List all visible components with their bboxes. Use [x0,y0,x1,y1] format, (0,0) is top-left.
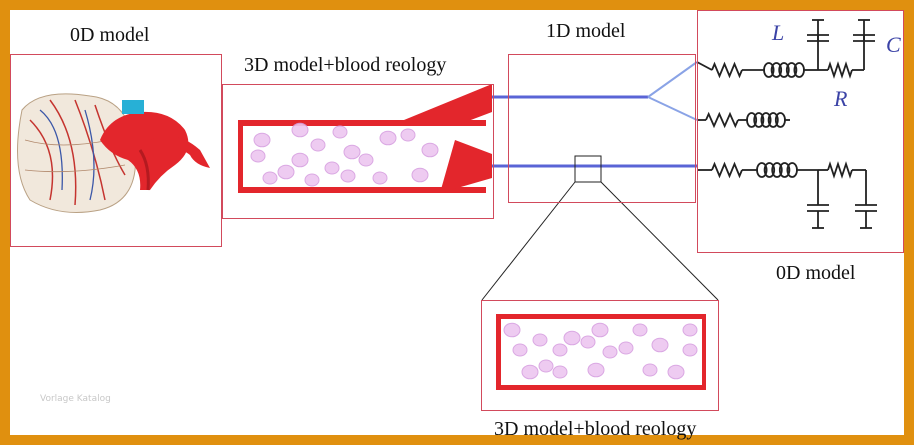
symbol-inductor: L [772,20,785,45]
resistor-symbol [711,61,743,79]
red-blood-cell [262,171,278,185]
rbc-group-top [250,122,439,187]
red-blood-cell [253,132,271,148]
label-3d-bottom: 3D model+blood reology [494,418,697,440]
red-blood-cell [332,125,348,139]
circuit-wire [696,61,713,71]
resistor-symbol [711,161,743,179]
red-blood-cell [580,335,596,349]
red-blood-cell [587,362,605,378]
resistor-symbol [827,61,853,79]
circuit-network [696,19,877,229]
red-blood-cell [411,167,429,183]
vessel-3d-bottom [496,314,706,390]
red-blood-cell [503,322,521,338]
inductor-coil [746,112,758,128]
inductor-coil [778,162,791,178]
red-blood-cell [682,323,698,337]
red-blood-cell [521,364,539,380]
red-blood-cell [400,128,416,142]
label-1d: 1D model [546,20,626,42]
red-blood-cell [602,345,618,359]
vessel-1d-lines [481,61,719,301]
label-0d-right: 0D model [776,262,856,284]
red-blood-cell [250,149,266,163]
red-blood-cell [304,173,320,187]
red-blood-cell [632,323,648,337]
inductor-coil [756,162,768,178]
red-blood-cell [372,171,388,185]
red-blood-cell [667,364,685,380]
red-blood-cell [291,152,309,168]
box-0d-right [697,10,904,253]
red-blood-cell [563,330,581,346]
vessel-3d-top [238,84,492,193]
red-blood-cell [552,343,568,357]
red-blood-cell [642,363,658,377]
red-blood-cell [310,138,326,152]
red-blood-cell [618,341,634,355]
red-blood-cell [379,130,397,146]
red-blood-cell [291,122,309,138]
red-blood-cell [340,169,356,183]
inductor-coil [778,62,790,78]
label-3d-top: 3D model+blood reology [244,54,447,76]
red-blood-cell [343,144,361,160]
inductor-coil [763,62,775,78]
red-blood-cell [591,322,609,338]
red-blood-cell [538,359,554,373]
watermark: Vorlage Katalog [40,394,111,404]
label-0d-top: 0D model [70,24,150,46]
red-blood-cell [682,343,698,357]
red-blood-cell [421,142,439,158]
inductor-coil [771,162,783,178]
symbol-capacitor: C [886,32,901,57]
inductor-coil [770,62,783,78]
red-blood-cell [532,333,548,347]
box-0d-left [10,54,222,247]
red-blood-cell [277,164,295,180]
symbol-resistor: R [834,86,848,111]
rbc-group-bottom [503,322,698,380]
resistor-symbol [705,111,739,129]
box-3d-top [222,84,494,219]
red-blood-cell [512,343,528,357]
red-blood-cell [324,161,340,175]
box-3d-bottom [481,300,719,411]
inductor-coil [767,112,779,128]
zoom-box [574,155,602,183]
red-blood-cell [358,153,374,167]
resistor-symbol [827,161,853,179]
inductor-coil [763,162,776,178]
white-panel [10,10,904,435]
inductor-coil [760,112,772,128]
inductor-coil [753,112,765,128]
red-blood-cell [552,365,568,379]
inductor-coil [785,62,798,78]
heart-illustration [17,93,210,213]
red-blood-cell [651,337,669,353]
box-1d [508,54,696,203]
